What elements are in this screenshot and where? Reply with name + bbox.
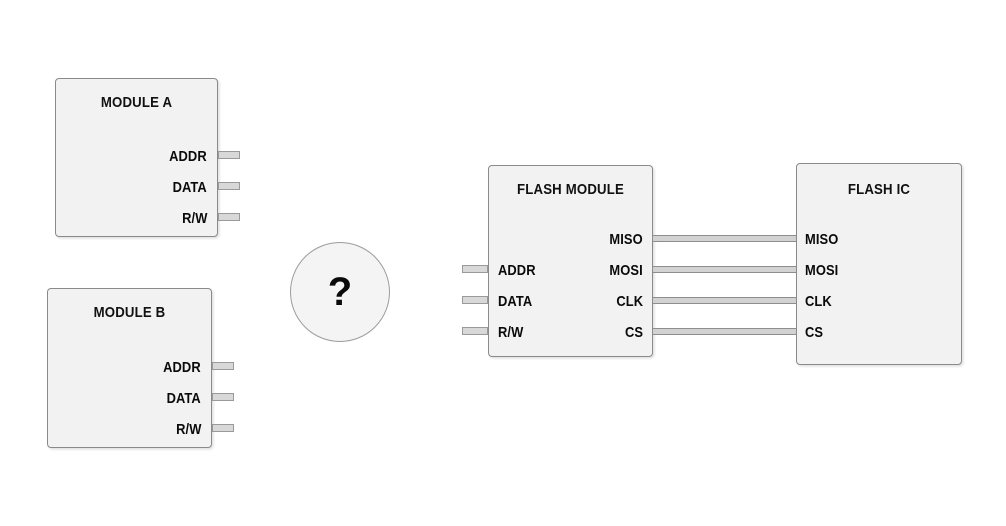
block-title-module-b: MODULE B: [93, 304, 166, 321]
pin-label-module-b-data: DATA: [166, 390, 201, 407]
pin-stub-module-a-data[interactable]: [218, 182, 240, 190]
pin-label-flash-ic-clk: CLK: [805, 293, 832, 310]
pin-label-module-a-data: DATA: [172, 179, 207, 196]
pin-label-module-b-addr: ADDR: [163, 359, 201, 376]
pin-stub-module-a-rw[interactable]: [218, 213, 240, 221]
pin-stub-module-a-addr[interactable]: [218, 151, 240, 159]
pin-label-flash-ic-cs: CS: [805, 324, 824, 341]
pin-label-flash-module-data: DATA: [498, 293, 533, 310]
pin-label-flash-module-cs: CS: [624, 324, 643, 341]
block-flash-module[interactable]: FLASH MODULE ADDR DATA R/W MISO MOSI CLK…: [488, 165, 653, 357]
pin-stub-module-b-rw[interactable]: [212, 424, 234, 432]
block-flash-ic[interactable]: FLASH IC MISO MOSI CLK CS: [796, 163, 962, 365]
question-mark-icon: ?: [327, 270, 353, 314]
pin-label-module-a-addr: ADDR: [169, 148, 207, 165]
block-title-flash-module: FLASH MODULE: [517, 181, 624, 198]
block-title-flash-ic: FLASH IC: [847, 181, 911, 198]
unknown-connection-indicator[interactable]: ?: [290, 242, 390, 342]
wire-mosi[interactable]: [653, 266, 796, 273]
pin-label-module-b-rw: R/W: [175, 421, 201, 438]
pin-label-module-a-rw: R/W: [181, 210, 207, 227]
pin-stub-module-b-data[interactable]: [212, 393, 234, 401]
pin-label-flash-module-addr: ADDR: [498, 262, 536, 279]
block-module-a[interactable]: MODULE A ADDR DATA R/W: [55, 78, 218, 237]
wire-clk[interactable]: [653, 297, 796, 304]
pin-label-flash-module-rw: R/W: [498, 324, 524, 341]
wire-cs[interactable]: [653, 328, 796, 335]
pin-label-flash-module-miso: MISO: [609, 231, 643, 248]
pin-stub-module-b-addr[interactable]: [212, 362, 234, 370]
pin-label-flash-ic-mosi: MOSI: [805, 262, 839, 279]
pin-label-flash-module-clk: CLK: [616, 293, 643, 310]
wire-miso[interactable]: [653, 235, 796, 242]
block-module-b[interactable]: MODULE B ADDR DATA R/W: [47, 288, 212, 448]
pin-label-flash-module-mosi: MOSI: [609, 262, 643, 279]
pin-stub-flash-module-addr[interactable]: [462, 265, 488, 273]
pin-label-flash-ic-miso: MISO: [805, 231, 839, 248]
pin-stub-flash-module-data[interactable]: [462, 296, 488, 304]
block-title-module-a: MODULE A: [100, 94, 173, 111]
pin-stub-flash-module-rw[interactable]: [462, 327, 488, 335]
